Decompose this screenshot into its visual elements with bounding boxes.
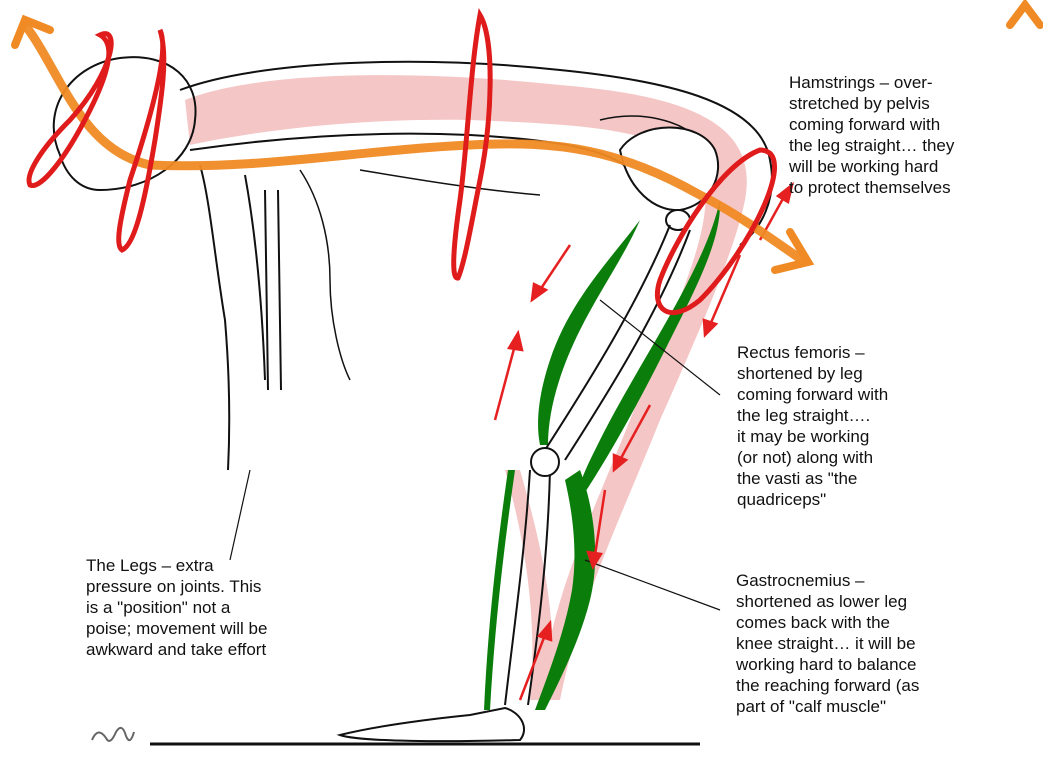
foot-outline xyxy=(340,708,524,741)
lower-leg-stretch-band xyxy=(505,470,553,700)
arrow-thigh-down xyxy=(540,245,570,290)
legs-note: The Legs – extra pressure on joints. Thi… xyxy=(86,555,386,660)
rectus-femoris-note: Rectus femoris – shortened by leg coming… xyxy=(737,342,997,510)
hamstrings-note: Hamstrings – over- stretched by pelvis c… xyxy=(789,72,1043,198)
gastrocnemius-note: Gastrocnemius – shortened as lower leg c… xyxy=(736,570,1036,717)
arrow-thigh-up-head xyxy=(509,333,522,350)
arrow-thigh-up xyxy=(495,345,515,420)
arrow-hamstring-bottom-head xyxy=(704,320,716,335)
knee-joint xyxy=(531,448,559,476)
orange-arrowhead-top-right xyxy=(1010,5,1040,25)
leader-line-legs xyxy=(230,470,250,560)
red-loop-shoulder xyxy=(119,30,164,250)
shin-green-line xyxy=(484,470,515,710)
leader-line-gastrocnemius xyxy=(585,560,720,610)
figure-outline-arm xyxy=(200,165,281,470)
artist-signature xyxy=(92,728,134,741)
